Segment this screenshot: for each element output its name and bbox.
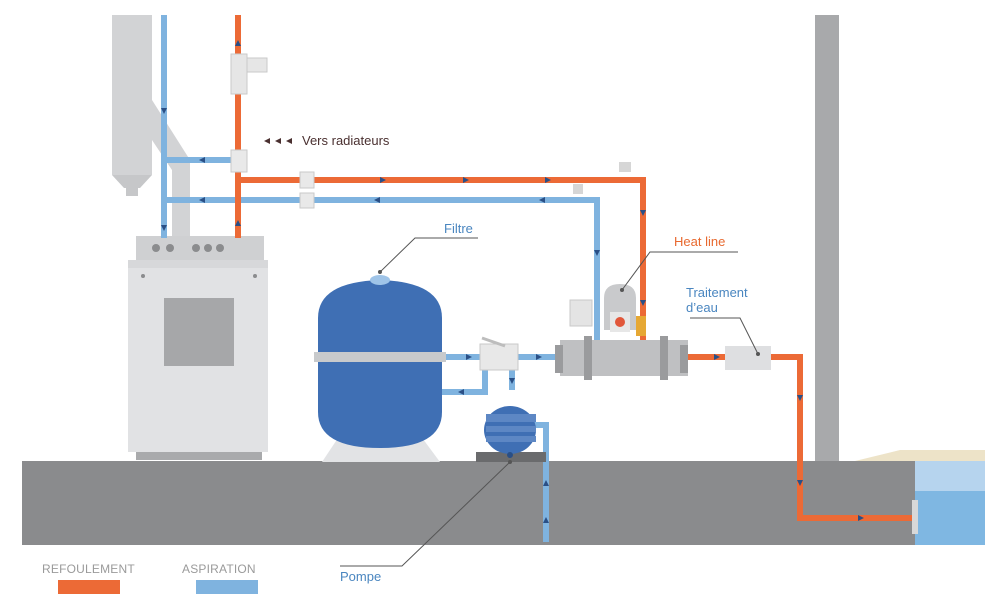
legend-discharge-label: REFOULEMENT <box>42 562 135 576</box>
filter-label: Filtre <box>444 221 473 236</box>
water-treatment-label-line2: d’eau <box>686 300 718 315</box>
leader-lines <box>340 237 759 567</box>
boiler <box>128 236 268 460</box>
pool-water <box>855 450 985 545</box>
radiators-label: Vers radiateurs <box>302 133 390 148</box>
water-treatment-unit <box>725 346 771 370</box>
wall-column <box>815 15 839 463</box>
heat-exchanger <box>555 284 688 380</box>
legend-suction-swatch <box>196 580 258 594</box>
pump <box>476 406 546 462</box>
pump-label: Pompe <box>340 569 382 584</box>
pipe-fittings <box>230 53 631 327</box>
legend-suction-label: ASPIRATION <box>182 562 256 576</box>
filter-tank <box>314 275 446 462</box>
multiport-valve <box>479 336 519 371</box>
heat-line-label: Heat line <box>674 234 726 249</box>
concrete-slab <box>22 461 915 545</box>
boiler-flue <box>112 15 190 240</box>
water-treatment-label-line1: Traitement <box>686 285 748 300</box>
radiator-direction-arrows <box>264 138 292 144</box>
legend-discharge-swatch <box>58 580 120 594</box>
flow-arrows <box>161 40 864 523</box>
